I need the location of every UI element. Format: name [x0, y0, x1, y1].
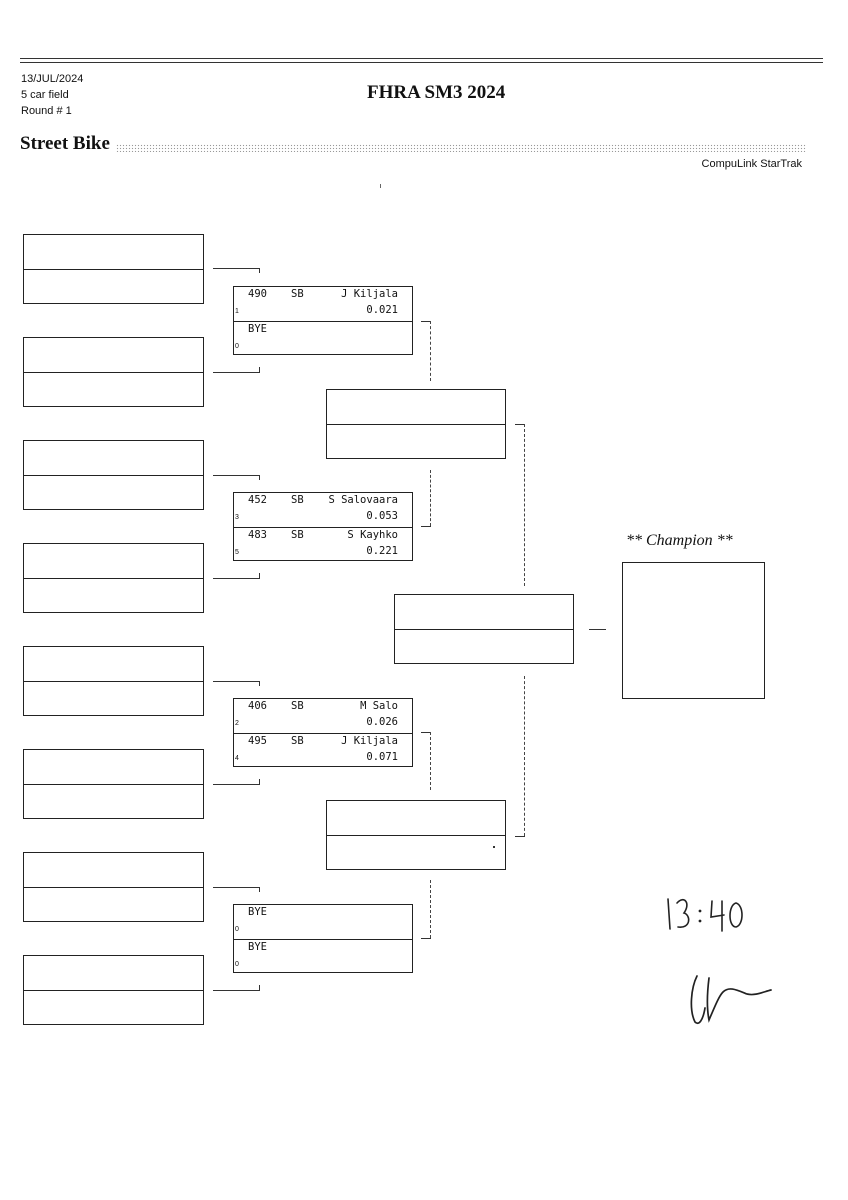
connector — [259, 779, 260, 784]
round2-slot — [326, 389, 506, 459]
round-number: Round # 1 — [21, 105, 72, 117]
connector — [259, 475, 260, 480]
handwritten-time — [667, 898, 743, 932]
ladder-slot — [23, 234, 204, 304]
field-size: 5 car field — [21, 89, 69, 101]
seed-number: 1 — [235, 308, 239, 315]
ladder-slot — [23, 646, 204, 716]
connector — [430, 880, 431, 938]
connector — [213, 475, 260, 476]
connector — [213, 578, 260, 579]
final-slot — [394, 594, 574, 664]
matchup-3: 406 SB M Salo 0.026 2 495 SB J Kiljala 0… — [233, 698, 413, 767]
matchup-1: 490 SB J Kiljala 0.021 1 BYE 0 — [233, 286, 413, 355]
car-class: SB — [291, 288, 304, 300]
driver-name: S Kayhko — [347, 529, 398, 541]
champion-box — [622, 562, 765, 699]
seed-number: 0 — [235, 926, 239, 933]
car-number: BYE — [248, 941, 267, 953]
event-title: FHRA SM3 2024 — [367, 82, 506, 103]
connector — [589, 629, 606, 630]
connector — [430, 470, 431, 526]
dotted-leader — [116, 144, 806, 152]
scan-mark — [493, 846, 495, 848]
header-rule-top — [20, 58, 823, 59]
car-class: SB — [291, 529, 304, 541]
connector — [430, 321, 431, 381]
lane-top: BYE 0 — [234, 905, 412, 939]
scan-mark — [380, 184, 381, 188]
lane-top: 452 SB S Salovaara 0.053 3 — [234, 493, 412, 527]
ladder-slot — [23, 749, 204, 819]
lane-top: 406 SB M Salo 0.026 2 — [234, 699, 412, 733]
connector — [421, 938, 431, 939]
car-number: 452 — [248, 494, 267, 506]
connector — [421, 321, 431, 322]
ladder-slot — [23, 852, 204, 922]
connector — [259, 681, 260, 686]
lane-bottom: BYE 0 — [234, 321, 412, 356]
class-header: Street Bike — [20, 133, 806, 155]
lane-top: 490 SB J Kiljala 0.021 1 — [234, 287, 412, 321]
matchup-2: 452 SB S Salovaara 0.053 3 483 SB S Kayh… — [233, 492, 413, 561]
lane-bottom: BYE 0 — [234, 939, 412, 974]
seed-number: 2 — [235, 720, 239, 727]
seed-number: 4 — [235, 755, 239, 762]
round2-slot — [326, 800, 506, 870]
ladder-slot — [23, 337, 204, 407]
header-rule-bottom — [20, 62, 823, 63]
reaction-time: 0.053 — [366, 510, 398, 522]
connector — [213, 784, 260, 785]
connector — [213, 990, 260, 991]
car-class: SB — [291, 494, 304, 506]
connector — [524, 424, 525, 586]
reaction-time: 0.071 — [366, 751, 398, 763]
matchup-4: BYE 0 BYE 0 — [233, 904, 413, 973]
car-number: 495 — [248, 735, 267, 747]
driver-name: S Salovaara — [328, 494, 398, 506]
ladder-slot — [23, 955, 204, 1025]
car-number: BYE — [248, 323, 267, 335]
car-number: 490 — [248, 288, 267, 300]
car-number: 406 — [248, 700, 267, 712]
connector — [421, 732, 431, 733]
connector — [430, 732, 431, 790]
connector — [213, 681, 260, 682]
connector — [213, 372, 260, 373]
handwritten-initials — [690, 975, 772, 1025]
car-class: SB — [291, 700, 304, 712]
lane-bottom: 483 SB S Kayhko 0.221 5 — [234, 527, 412, 562]
seed-number: 3 — [235, 514, 239, 521]
reaction-time: 0.221 — [366, 545, 398, 557]
connector — [213, 887, 260, 888]
vendor-label: CompuLink StarTrak — [701, 158, 802, 170]
car-number: BYE — [248, 906, 267, 918]
driver-name: M Salo — [360, 700, 398, 712]
reaction-time: 0.026 — [366, 716, 398, 728]
driver-name: J Kiljala — [341, 735, 398, 747]
connector — [515, 836, 525, 837]
seed-number: 0 — [235, 343, 239, 350]
connector — [515, 424, 525, 425]
connector — [213, 268, 260, 269]
driver-name: J Kiljala — [341, 288, 398, 300]
car-class: SB — [291, 735, 304, 747]
reaction-time: 0.021 — [366, 304, 398, 316]
connector — [524, 676, 525, 836]
seed-number: 0 — [235, 961, 239, 968]
car-number: 483 — [248, 529, 267, 541]
connector — [259, 985, 260, 990]
connector — [259, 887, 260, 892]
lane-bottom: 495 SB J Kiljala 0.071 4 — [234, 733, 412, 768]
connector — [259, 268, 260, 273]
class-name: Street Bike — [20, 133, 112, 155]
connector — [259, 367, 260, 372]
champion-label: ** Champion ** — [626, 532, 733, 549]
seed-number: 5 — [235, 549, 239, 556]
ladder-slot — [23, 440, 204, 510]
connector — [421, 526, 431, 527]
event-date: 13/JUL/2024 — [21, 73, 84, 85]
ladder-slot — [23, 543, 204, 613]
connector — [259, 573, 260, 578]
